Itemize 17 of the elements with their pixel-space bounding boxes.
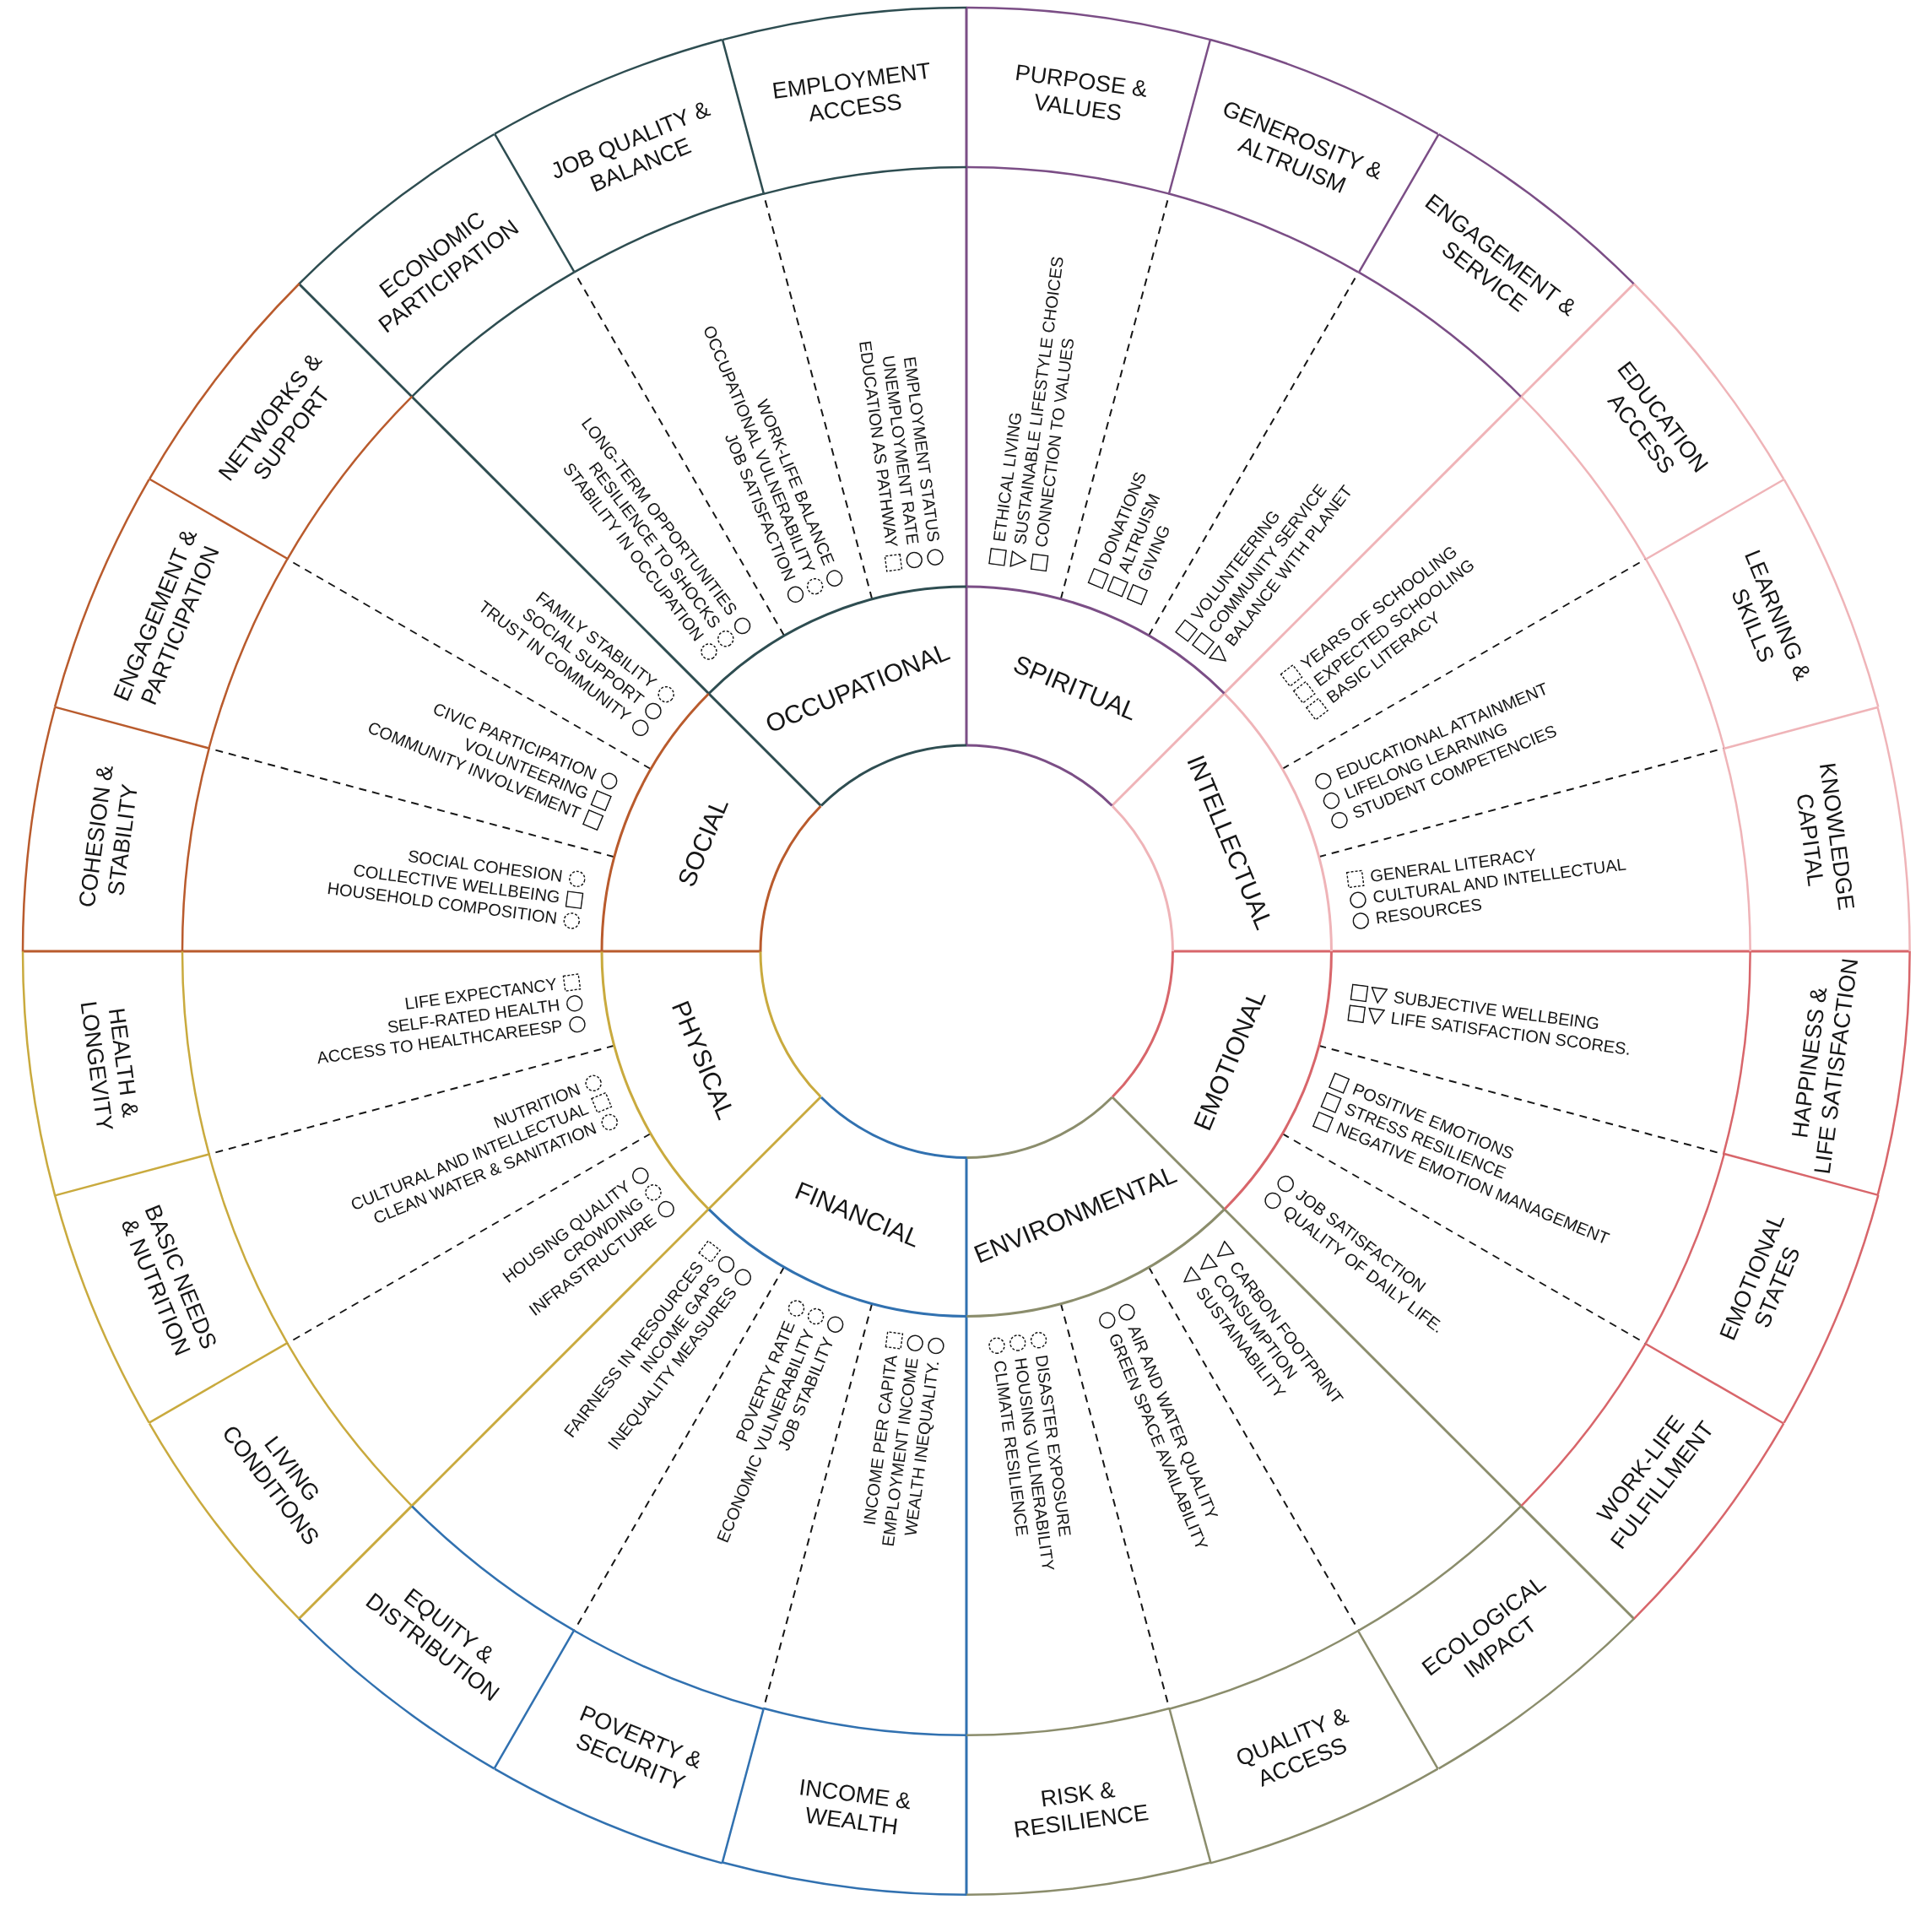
domain-segment (965, 1707, 1213, 1897)
domain-label: PURPOSE & VALUES (1012, 58, 1149, 128)
domain-segment (21, 705, 211, 953)
domain-label: COHESION & STABILITY (73, 764, 144, 912)
domain-segment (1722, 705, 1912, 953)
domain-label: EMPLOYMENT ACCESS (771, 57, 934, 129)
domain-segment (21, 950, 211, 1198)
domain-segment (720, 6, 968, 196)
domain-segment (1643, 478, 1880, 750)
domain-segment (965, 6, 1213, 196)
domain-label: RISK & RESILIENCE (1011, 1775, 1150, 1844)
domain-label: KNOWLEDGE CAPITAL (1789, 761, 1860, 914)
domain-segment (53, 1152, 290, 1425)
domain-label: HAPPINESS & LIFE SATISFACTION (1785, 955, 1864, 1176)
domain-label: INCOME & WEALTH (797, 1773, 913, 1842)
domain-segment (1722, 950, 1912, 1198)
domain-label: HEALTH & LONGEVITY (74, 999, 144, 1133)
